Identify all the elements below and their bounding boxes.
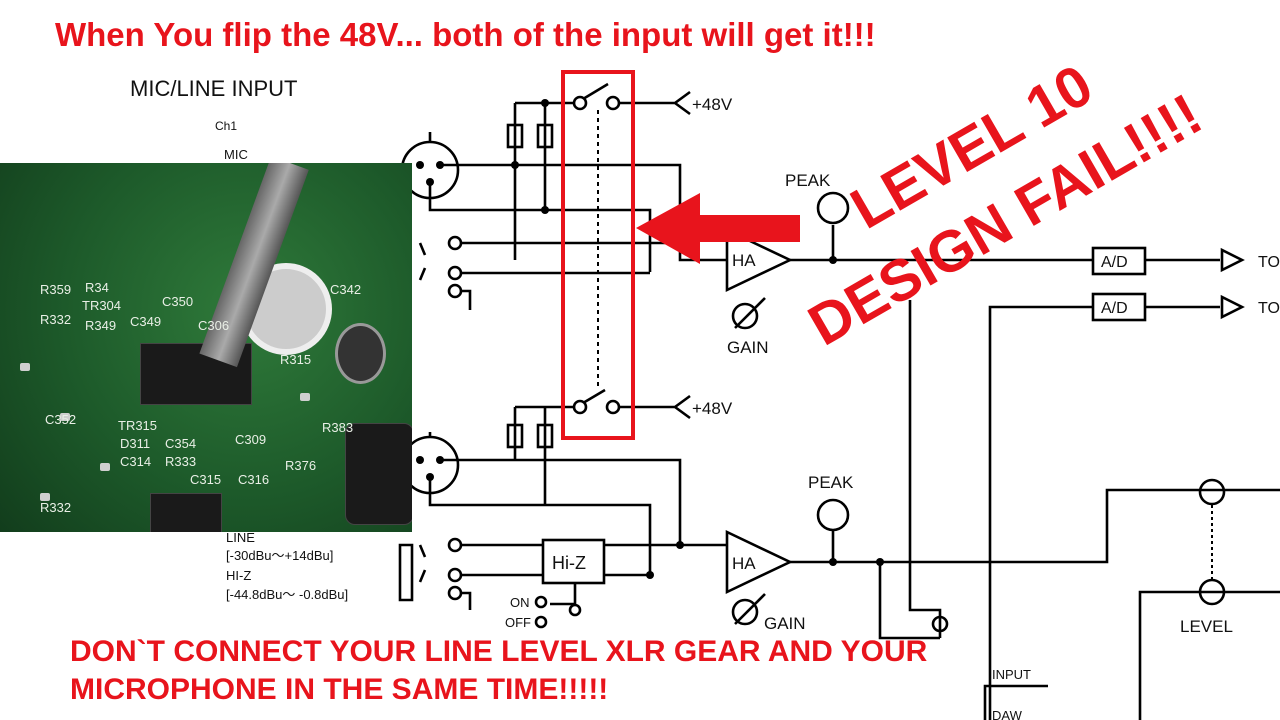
pcb-label: R315 [280,352,312,367]
peak-led-icon [816,191,850,225]
channel-1-circuit [400,82,1245,720]
ha-label: HA [732,554,756,573]
ad-label: A/D [1101,300,1128,317]
pcb-label: R359 [40,282,72,297]
on-label: ON [510,595,530,610]
gain-knob-icon [731,302,759,330]
pcb-label: TR304 [82,298,122,313]
headline-bottom-line: MICROPHONE IN THE SAME TIME!!!!! [70,673,608,706]
ic-chip [150,493,222,532]
line-label: LINE [226,530,255,545]
channel-label: Ch1 [215,119,237,133]
gain-label: GAIN [764,614,806,633]
hiz-range: [-44.8dBu〜 -0.8dBu] [226,587,348,602]
pcb-label: D311 [120,436,151,451]
headline-top: When You flip the 48V... both of the inp… [55,16,876,53]
pcb-label: C309 [235,432,267,447]
pcb-label: C349 [130,314,162,329]
capacitor [335,323,386,384]
line-range: [-30dBu〜+14dBu] [226,548,333,563]
level-label: LEVEL [1180,617,1233,636]
pcb-label: C314 [120,454,152,469]
pcb-label: C315 [190,472,222,487]
input-label: INPUT [992,667,1031,682]
pcb-label: R332 [40,312,72,327]
pcb-label: R376 [285,458,317,473]
daw-label: DAW [992,708,1023,720]
solder-pad [60,413,70,421]
level-knob-icon [1198,478,1226,506]
to-label: TO [1258,254,1280,271]
section-title: MIC/LINE INPUT [130,76,297,101]
headline-bottom-line: DON`T CONNECT YOUR LINE LEVEL XLR GEAR A… [70,635,928,668]
phantom-switch-highlight [561,70,635,440]
peak-led-icon [816,498,850,532]
pcb-label: R333 [165,454,197,469]
pcb-label: R383 [322,420,354,435]
gain-knob-icon [731,598,759,626]
pcb-label: TR315 [118,418,158,433]
red-arrow-icon [636,193,800,264]
solder-pad [20,363,30,371]
pcb-label: C350 [162,294,194,309]
mic-label: MIC [224,147,248,162]
gain-label: GAIN [727,338,769,357]
hiz-label: HI-Z [226,568,251,583]
ha-label: HA [732,251,756,270]
ad-label: A/D [1101,254,1128,271]
pcb-label: C352 [45,412,77,427]
to-label: TO [1258,300,1280,317]
solder-pad [100,463,110,471]
pcb-label: C354 [165,436,197,451]
solder-pad [300,393,310,401]
pcb-photo: R359 R34 R332 TR304 R349 C349 C350 C306 … [0,163,412,532]
hiz-box-label: Hi-Z [552,553,586,573]
peak-label: PEAK [785,171,831,190]
pcb-label: C316 [238,472,270,487]
pcb-label: C306 [198,318,230,333]
ha-amplifier-icon [725,227,794,293]
pcb-label: R34 [85,280,109,295]
off-label: OFF [505,615,531,630]
phantom-label: +48V [692,95,733,114]
ha-amplifier-icon [725,529,794,595]
phantom-label: +48V [692,399,733,418]
inductor [345,423,412,525]
pcb-label: C342 [330,282,362,297]
peak-label: PEAK [808,473,854,492]
channel-2-circuit [398,300,1280,720]
pcb-label: R349 [85,318,117,333]
solder-pad [40,493,50,501]
pcb-label: R332 [40,500,72,515]
